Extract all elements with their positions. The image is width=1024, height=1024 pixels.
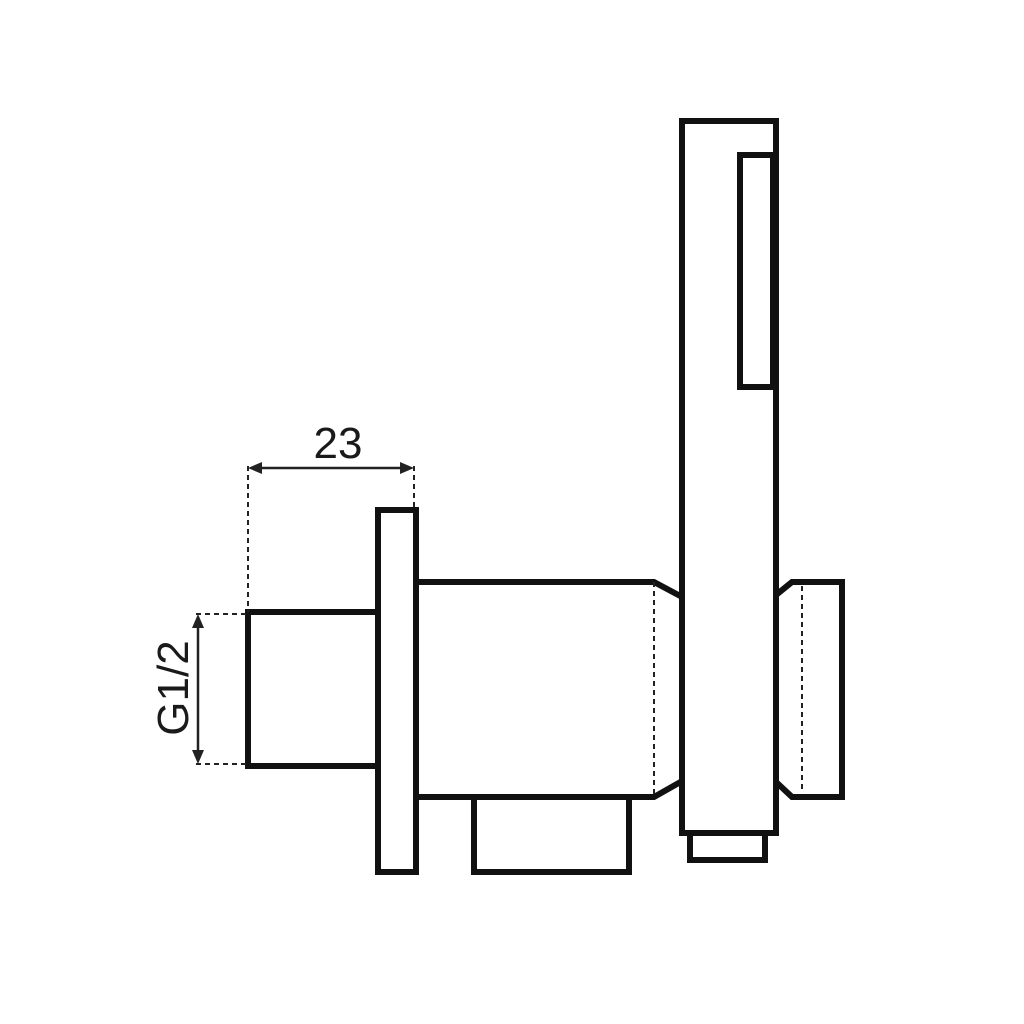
thread-arrow-bottom bbox=[192, 750, 204, 764]
hand-shower-spray-face bbox=[737, 152, 776, 390]
valve-body bbox=[413, 579, 687, 800]
width-arrow-right bbox=[400, 462, 414, 474]
width-arrow-left bbox=[248, 462, 262, 474]
width-dimension-label: 23 bbox=[314, 419, 363, 468]
threaded-nipple bbox=[245, 609, 381, 769]
thread-arrow-top bbox=[192, 614, 204, 628]
wall-flange bbox=[375, 507, 419, 875]
hand-shower-hose-connector bbox=[687, 830, 768, 863]
end-cap bbox=[773, 579, 845, 800]
thread-dimension-label: G1/2 bbox=[149, 640, 198, 735]
valve-handle bbox=[471, 792, 632, 875]
